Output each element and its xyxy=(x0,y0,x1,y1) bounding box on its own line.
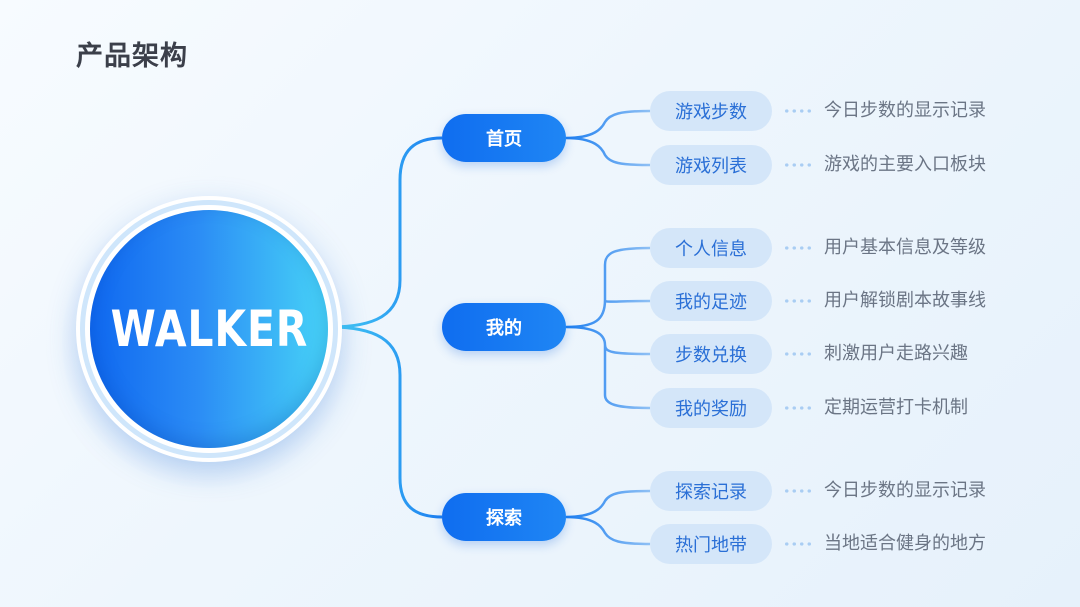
connector-hub-home xyxy=(329,136,443,329)
leaf-description: 今日步数的显示记录 xyxy=(824,480,986,501)
leaf-description: 用户解锁剧本故事线 xyxy=(824,290,986,311)
leaf-node: 探索记录 xyxy=(650,471,772,511)
connector-explore-children xyxy=(565,489,651,546)
dotted-connector xyxy=(783,542,813,546)
leaf-node: 步数兑换 xyxy=(650,334,772,374)
branch-node-explore: 探索 xyxy=(442,493,566,541)
dotted-connector xyxy=(783,163,813,167)
branch-node-mine: 我的 xyxy=(442,303,566,351)
leaf-node: 我的奖励 xyxy=(650,388,772,428)
leaf-description: 定期运营打卡机制 xyxy=(824,397,968,418)
dotted-connector xyxy=(783,299,813,303)
dotted-connector xyxy=(783,352,813,356)
branch-node-home: 首页 xyxy=(442,114,566,162)
dotted-connector xyxy=(783,246,813,250)
connector-hub-explore xyxy=(329,325,443,519)
leaf-node: 我的足迹 xyxy=(650,281,772,321)
dotted-connector xyxy=(783,489,813,493)
connector-home-children xyxy=(565,109,651,167)
leaf-description: 游戏的主要入口板块 xyxy=(824,154,986,175)
leaf-node: 游戏列表 xyxy=(650,145,772,185)
connector-mine-children xyxy=(565,246,651,410)
leaf-description: 今日步数的显示记录 xyxy=(824,100,986,121)
leaf-description: 用户基本信息及等级 xyxy=(824,237,986,258)
center-node-label: WALKER xyxy=(110,300,308,358)
leaf-node: 游戏步数 xyxy=(650,91,772,131)
dotted-connector xyxy=(783,109,813,113)
center-node: WALKER xyxy=(90,210,328,448)
dotted-connector xyxy=(783,406,813,410)
leaf-description: 当地适合健身的地方 xyxy=(824,533,986,554)
leaf-description: 刺激用户走路兴趣 xyxy=(824,343,968,364)
page-title: 产品架构 xyxy=(76,41,188,72)
leaf-node: 个人信息 xyxy=(650,228,772,268)
leaf-node: 热门地带 xyxy=(650,524,772,564)
